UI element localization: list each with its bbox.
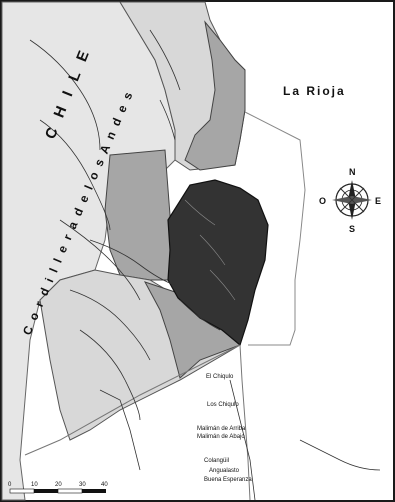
medium-region-north <box>184 20 246 171</box>
scale-tick-label: 10 <box>31 482 38 488</box>
medium-region-west <box>104 149 171 281</box>
compass-north-label: N <box>349 167 356 177</box>
compass-rose <box>332 180 372 220</box>
river-network <box>29 29 381 501</box>
place-label: Buena Esperanza <box>204 477 252 483</box>
scale-tick-label: 40 <box>101 482 108 488</box>
place-label: Angualasto <box>209 468 240 474</box>
place-label: Colangüil <box>204 458 229 464</box>
scale-tick-label: 0 <box>8 482 12 488</box>
place-label: Los Chiqulo <box>207 402 239 408</box>
compass-east-label: E <box>375 196 381 206</box>
compass-west-label: O <box>319 196 326 206</box>
place-label: El Chiqulo <box>206 374 234 380</box>
eastern-boundary <box>239 344 251 501</box>
la-rioja-border <box>244 111 306 346</box>
compass-south-label: S <box>349 224 355 234</box>
place-label: Malimán de Arriba <box>197 426 246 432</box>
scale-bar <box>9 488 106 494</box>
southern-border-line <box>24 344 241 456</box>
scale-tick-label: 30 <box>79 482 86 488</box>
scale-tick-label: 20 <box>55 482 62 488</box>
dark-region-rivers <box>184 199 236 301</box>
dark-region <box>167 179 269 347</box>
la-rioja-label: La Rioja <box>283 84 346 98</box>
place-label: Malimán de Abajo <box>197 434 245 440</box>
